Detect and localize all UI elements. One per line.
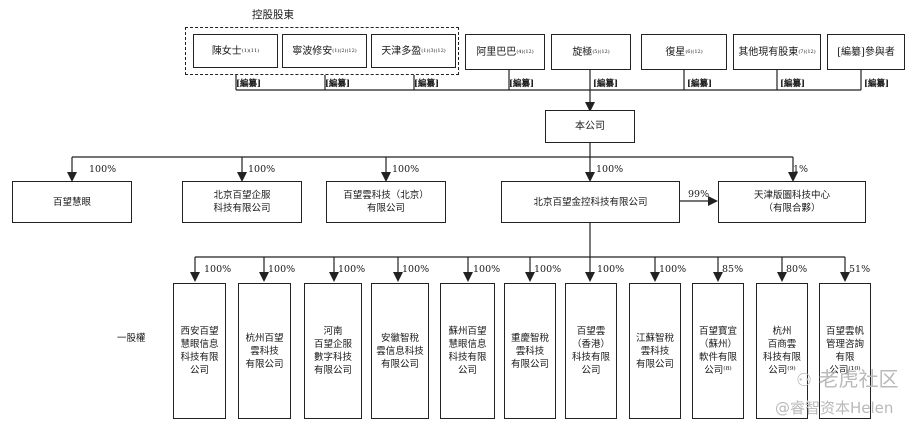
subsidiary-box: 百望雲 （香港） 科技有限 公司 [565,283,617,419]
subsidiary-name: 重慶智稅 雲科技 有限公司 [510,332,549,370]
shareholder-name: 天津多盈 [381,45,422,57]
watermark-logo-text: 老虎社区 [818,367,899,391]
subsidiary-name: 百望雲 （香港） 科技有限 公司 [571,326,610,376]
shareholder-note: (1)(2)(12) [332,47,357,54]
watermark-handle: @睿智资本Helen [775,399,894,417]
ownership-pct: 100% [338,264,366,275]
ownership-pct: 85% [722,264,744,275]
shareholder-name: 阿里巴巴 [476,46,517,58]
shareholder-box: 陳女士(1)(11) [193,34,278,68]
shareholder-name: 寧波修安 [292,45,333,57]
subsidiary-box: 杭州百望 雲科技 有限公司 [238,283,291,419]
shareholder-note: (7)(12) [798,48,816,55]
ownership-pct: 100% [473,264,501,275]
ownership-pct: 1% [793,164,809,175]
shareholder-note: (4)(12) [516,48,534,55]
onshore-label: 一股權 [117,333,146,344]
subsidiary-box: 江蘇智稅 雲科技 有限公司 [629,283,681,419]
shareholder-name: 陳女士 [211,45,242,57]
controlling-shareholders-title: 控股股東 [252,9,294,21]
shareholder-note: (1)(11) [241,47,260,54]
subsidiary-name: 北京百望金控科技有限公司 [533,196,648,208]
company-name: 本公司 [575,121,605,132]
watermark-logo: ⚇ 老虎社区 [796,363,899,392]
subsidiary-name: 百望慧眼 [52,196,91,208]
shareholder-name: 其他現有股東 [738,46,799,58]
subsidiary-box: 百望慧眼 [12,181,132,223]
subsidiary-box: 安徽智稅 雲信息科技 有限公司 [371,283,429,419]
shareholder-box: [編纂]參與者 [827,34,905,70]
subsidiary-box: 百望寶宜 （蘇州） 軟件有限 公司⁽⁸⁾ [692,283,744,419]
ownership-pct: 100% [597,264,625,275]
watermark-logo-icon: ⚇ [796,370,813,391]
redacted-tag: [編纂] [593,79,619,89]
shareholder-name: 旋極 [572,46,593,58]
shareholder-box: 旋極(5)(12) [551,34,631,70]
shareholder-box: 復星(6)(12) [641,34,727,70]
subsidiary-name: 江蘇智稅 雲科技 有限公司 [635,332,674,370]
ownership-pct: 100% [402,264,430,275]
shareholder-box: 其他現有股東(7)(12) [733,34,821,70]
subsidiary-box: 北京百望企服 科技有限公司 [182,181,302,223]
subsidiary-name: 百望雲科技（北京） 有限公司 [343,190,429,214]
tianjin-partnership-box: 天津版圖科技中心 （有限合夥） [718,181,866,223]
subsidiary-name: 安徽智稅 雲信息科技 有限公司 [376,332,424,370]
shareholder-note: (1)(3)(12) [421,47,446,54]
ownership-pct: 51% [849,264,871,275]
shareholder-note: (6)(12) [685,48,703,55]
shareholder-name: 復星 [665,46,686,58]
ownership-pct: 100% [596,164,624,175]
subsidiary-box: 西安百望 慧眼信息 科技有限 公司 [173,283,226,419]
ownership-pct: 100% [89,164,117,175]
redacted-tag: [編纂] [236,79,262,89]
shareholder-box: 寧波修安(1)(2)(12) [282,34,367,68]
redacted-tag: [編纂] [864,79,890,89]
ownership-pct: 100% [534,264,562,275]
ownership-pct: 100% [204,264,232,275]
shareholder-name: [編纂]參與者 [837,46,895,58]
jinkong-box: 北京百望金控科技有限公司 [501,181,680,223]
subsidiary-box: 杭州 百商雲 科技有限 公司⁽⁹⁾ [756,283,808,419]
redacted-tag: [編纂] [780,79,806,89]
subsidiary-name: 河南 百望企服 數字科技 有限公司 [313,326,352,376]
subsidiary-box: 百望雲科技（北京） 有限公司 [326,181,446,223]
subsidiary-name: 杭州百望 雲科技 有限公司 [245,332,284,370]
redacted-tag: [編纂] [509,79,535,89]
subsidiary-box: 重慶智稅 雲科技 有限公司 [504,283,556,419]
subsidiary-box: 百望雲帆 管理咨詢 有限 公司⁽¹⁰⁾ [819,283,871,419]
shareholder-note: (5)(12) [592,48,610,55]
subsidiary-name: 百望雲帆 管理咨詢 有限 公司⁽¹⁰⁾ [825,326,864,376]
subsidiary-name: 杭州 百商雲 科技有限 公司⁽⁹⁾ [762,326,801,376]
redacted-tag: [編纂] [687,79,713,89]
shareholder-box: 天津多盈(1)(3)(12) [371,34,456,68]
ownership-pct: 100% [659,264,687,275]
ownership-pct: 99% [688,189,710,200]
ownership-pct: 100% [268,264,296,275]
shareholder-box: 阿里巴巴(4)(12) [465,34,545,70]
subsidiary-name: 蘇州百望 慧眼信息 科技有限 公司 [448,326,487,376]
redacted-tag: [編纂] [325,79,351,89]
controlling-group-border [185,27,459,75]
ownership-pct: 80% [786,264,808,275]
ownership-pct: 100% [248,164,276,175]
subsidiary-name: 天津版圖科技中心 （有限合夥） [753,190,830,214]
ownership-pct: 100% [392,164,420,175]
company-box: 本公司 [545,110,635,143]
subsidiary-name: 北京百望企服 科技有限公司 [213,190,271,214]
subsidiary-box: 蘇州百望 慧眼信息 科技有限 公司 [440,283,495,419]
subsidiary-name: 西安百望 慧眼信息 科技有限 公司 [180,326,219,376]
redacted-tag: [編纂] [414,79,440,89]
subsidiary-name: 百望寶宜 （蘇州） 軟件有限 公司⁽⁸⁾ [698,326,737,376]
subsidiary-box: 河南 百望企服 數字科技 有限公司 [304,283,362,419]
